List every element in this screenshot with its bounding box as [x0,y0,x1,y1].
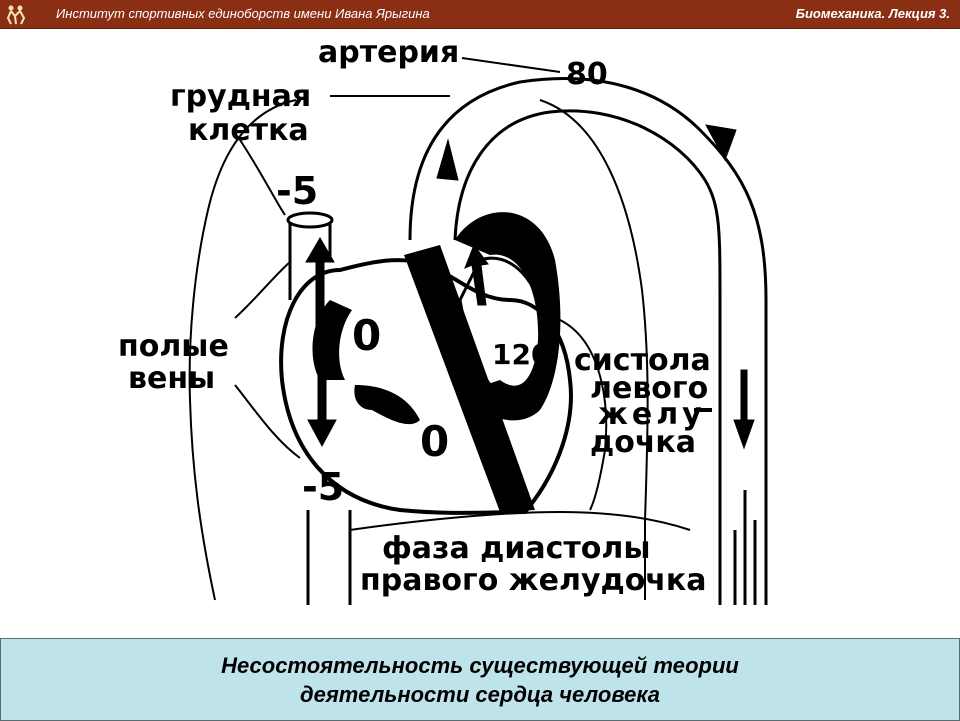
chest-outline-right [539,99,649,600]
pressure-left-ventricle: 120 [492,338,550,371]
pericardium-line [559,319,608,511]
pressure-artery: 80 [566,57,608,92]
lecture-title: Биомеханика. Лекция 3. [795,6,950,21]
arrow-artery-down-icon [705,124,737,162]
artery-arch-inner [453,109,722,605]
arrow-artery-up-icon [436,138,459,181]
institute-name: Институт спортивных единоборств имени Ив… [56,6,430,21]
title-bar: Институт спортивных единоборств имени Ив… [0,0,960,29]
arrow-ventricle-up-icon [464,243,489,306]
pressure-atrium: 0 [352,311,381,360]
label-chest-1: грудная [170,79,311,114]
valve-wall [354,385,420,425]
arrow-aorta-down-icon [733,369,755,450]
wrestlers-logo-icon [6,5,26,25]
chest-outline [188,99,297,601]
caption-panel: Несостоятельность существующей теории де… [0,638,960,721]
arrow-up-icon [305,237,335,336]
left-ventricle-cavity [458,256,548,407]
artery-end-lines [733,490,757,605]
label-diastole-2: правого желудочка [360,563,707,598]
pressure-vein-bottom: -5 [302,465,344,509]
pressure-right-ventricle: 0 [420,417,449,466]
label-systole-3: желу [598,397,706,432]
label-systole-2: левого [590,371,708,406]
heart-circulation-diagram: артерия грудная клетка полые вены систол… [118,35,768,605]
caption-line-1: Несостоятельность существующей теории [221,653,739,678]
label-artery: артерия [318,35,459,70]
leader-lines [234,57,561,459]
label-systole-1: систола [574,343,711,378]
diaphragm-line [349,510,691,531]
arrow-down-icon [307,349,337,448]
label-chest-2: клетка [188,113,309,148]
label-systole-4: дочка [590,425,696,460]
label-diastole-1: фаза диастолы [382,531,651,566]
left-ventricle-wall [455,212,561,421]
vena-cava-bottom [306,510,352,605]
flow-arrows [305,124,755,450]
pressure-vein-top: -5 [276,169,318,213]
label-veins-1: полые [118,329,229,364]
vena-cava-opening [286,211,334,229]
label-veins-2: вены [128,361,215,396]
septum [404,245,535,512]
artery-arch-outer [408,77,768,605]
caption-line-2: деятельности сердца человека [300,682,660,707]
heart-outline [279,258,573,515]
vena-cava-top [288,220,332,300]
